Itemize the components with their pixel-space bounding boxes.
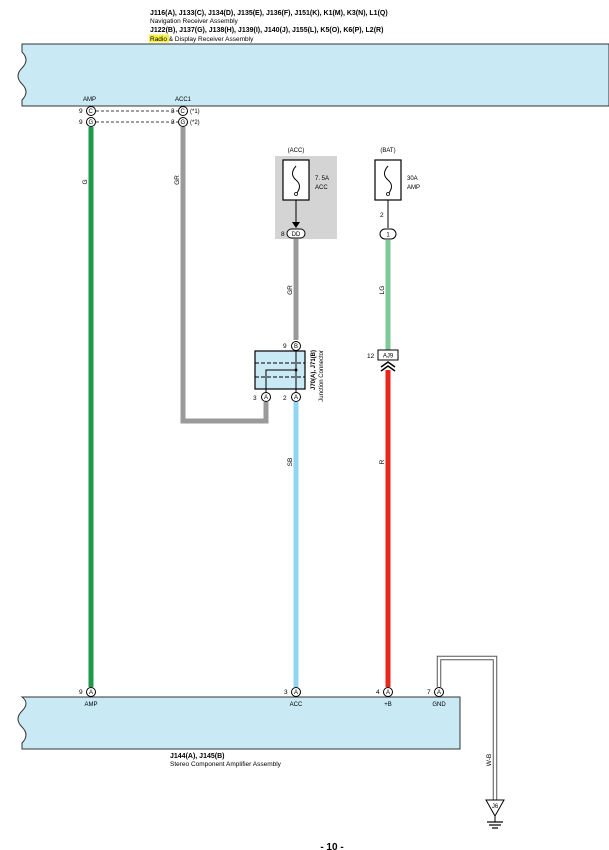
bottom-assembly-title-2: Stereo Component Amplifier Assembly: [170, 761, 282, 768]
fuse-bat-connector: [379, 228, 397, 240]
ground-triangle-icon: [485, 799, 505, 818]
top-pins-amp: 9 C 9 G: [79, 106, 96, 127]
fuse-bat-connector-label: 1: [386, 233, 390, 239]
stereo-amplifier-block: [17, 696, 461, 750]
junction-br-pin: [291, 392, 301, 402]
header-line3: J122(B), J137(G), J138(H), J139(I), J140…: [150, 27, 383, 34]
bottom-pin-circle-4: [434, 687, 444, 697]
fuse-acc-symbol-icon: [292, 165, 300, 195]
junction-top-pin-label: B: [294, 344, 298, 350]
top-pin-conn-1: C: [89, 109, 94, 115]
header-line2: Navigation Receiver Assembly: [150, 18, 239, 25]
bottom-pin-conn-1: A: [89, 690, 93, 696]
junction-top-pin-num: 9: [283, 343, 287, 350]
bottom-assembly-title-1: J144(A), J145(B): [170, 753, 224, 760]
bottom-pin-circle-2: [291, 687, 301, 697]
bottom-pin-name-1: AMP: [84, 702, 97, 708]
junction-title-2: Junction Connector: [319, 350, 325, 402]
fuse-acc-rating: 7. 5A: [315, 176, 329, 182]
junction-bl-pin-num: 3: [253, 395, 257, 402]
fuse-acc-connector-label: DD: [292, 232, 301, 238]
junction-br-pin-num: 2: [283, 395, 287, 402]
fuse-acc-arrow-icon: [292, 222, 300, 228]
bottom-pin-num-1: 9: [79, 689, 83, 696]
junction-internal-link: [265, 369, 296, 393]
junction-connector: 9 B 3 A 2 A J70(A), J71(B) Junction Conn…: [253, 341, 325, 402]
header-line4-rest: & Display Receiver Assembly: [167, 36, 254, 43]
fuse-bat-symbol-icon: [384, 165, 392, 195]
wire-label-acc1: GR: [174, 175, 181, 185]
bottom-pin-conn-2: A: [294, 690, 298, 696]
wire-label-bat-out: R: [379, 459, 386, 464]
junction-node-dot: [294, 368, 298, 372]
fuse-bat: (BAT) 30A AMP 2 1: [374, 148, 420, 240]
inline-connector-label: AJ9: [383, 354, 394, 360]
fuse-acc-connector: [286, 228, 306, 239]
top-pin-num-4: 3: [171, 119, 175, 126]
top-pin-circle-3: [178, 106, 188, 116]
top-pin-note-1: (*1): [190, 109, 200, 115]
junction-br-pin-label: A: [294, 395, 298, 401]
inline-connector-box: [377, 349, 399, 361]
fuse-bat-terminal: [386, 192, 390, 196]
top-pin-name-acc1: ACC1: [175, 97, 192, 103]
fuse-acc-name: ACC: [315, 185, 328, 191]
bottom-pin-num-2: 3: [284, 689, 288, 696]
junction-bl-pin-label: A: [264, 395, 268, 401]
header-line4: Radio & Display Receiver Assembly: [150, 36, 254, 43]
inline-connector-chevron-icon: [380, 361, 396, 372]
ground-point-label: J6: [492, 804, 499, 810]
ground-point: J6: [485, 799, 505, 829]
wire-label-bat-fuse-out: LG: [379, 286, 386, 295]
page-number: - 10 -: [320, 842, 343, 850]
bottom-pin-num-4: 7: [427, 689, 431, 696]
fuse-acc-terminal: [294, 192, 298, 196]
bottom-pin-circle-1: [86, 687, 96, 697]
fuse-bat-source: (BAT): [380, 148, 395, 154]
top-pin-conn-2: G: [89, 120, 94, 126]
bottom-pin-name-3: +B: [384, 702, 392, 708]
highlight-mark: [149, 34, 169, 43]
header-highlight-word: Radio: [150, 36, 167, 43]
fuse-bat-rating: 30A: [407, 176, 418, 182]
bottom-pin-conn-3: A: [386, 690, 390, 696]
bottom-pin-conn-4: A: [437, 690, 441, 696]
top-pin-circle-1: [86, 106, 96, 116]
header-line1: J116(A), J133(C), J134(D), J135(E), J136…: [150, 10, 388, 17]
top-pins-acc1: 3 C (*1) 3 G (*2): [171, 106, 200, 127]
bottom-pin-num-3: 4: [376, 689, 380, 696]
top-pin-num-2: 9: [79, 119, 83, 126]
wire-label-amp: G: [82, 179, 89, 184]
inline-connector: 12 AJ9: [367, 349, 399, 372]
top-pin-num-1: 9: [79, 108, 83, 115]
bottom-pin-circle-3: [383, 687, 393, 697]
wire-label-ground: W-B: [486, 754, 493, 767]
bottom-pin-name-2: ACC: [290, 702, 303, 708]
header: J116(A), J133(C), J134(D), J135(E), J136…: [149, 10, 388, 43]
bottom-pin-name-4: GND: [432, 702, 446, 708]
inline-connector-num: 12: [367, 353, 375, 360]
fuse-bat-pin-num: 2: [380, 212, 384, 219]
top-pin-conn-4: G: [181, 120, 186, 126]
top-pin-circle-4: [178, 117, 188, 127]
junction-bl-pin: [261, 392, 271, 402]
top-pin-name-amp: AMP: [83, 97, 96, 103]
top-pin-conn-3: C: [181, 109, 186, 115]
wire-ground: [437, 656, 497, 800]
bottom-pins: 9 A AMP 3 A ACC 4 A +B 7 A GND: [79, 687, 446, 708]
fuse-acc: (ACC) 7. 5A ACC 8 DD: [275, 148, 337, 239]
top-pin-note-2: (*2): [190, 120, 200, 126]
top-pin-num-3: 3: [171, 108, 175, 115]
top-pin-circle-2: [86, 117, 96, 127]
navigation-receiver-block: [17, 43, 609, 107]
fuse-bat-name: AMP: [407, 185, 420, 191]
fuse-acc-pin-num: 8: [281, 231, 285, 238]
fuse-acc-source: (ACC): [288, 148, 305, 154]
wire-label-acc-fuse-out: GR: [287, 285, 294, 295]
wire-acc1: [180, 127, 269, 424]
wire-label-acc-out: SB: [287, 458, 294, 467]
junction-title-1: J70(A), J71(B): [311, 350, 317, 390]
